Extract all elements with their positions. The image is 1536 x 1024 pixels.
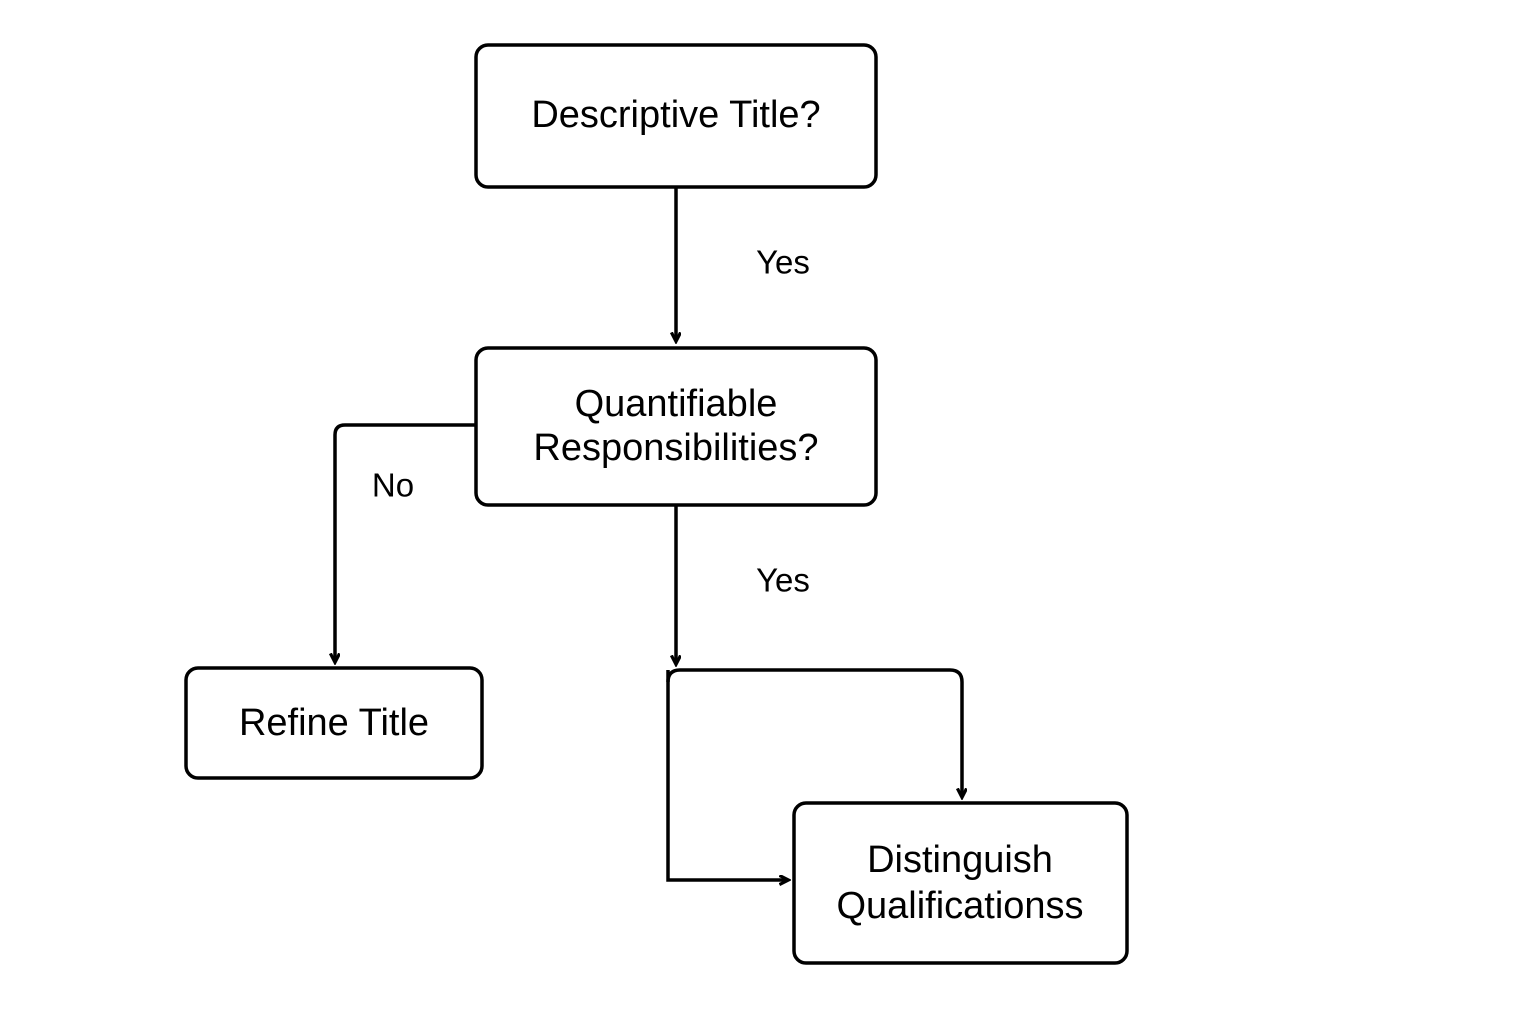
node-refine-title-label: Refine Title: [239, 702, 429, 744]
edge-quantifiable-to-refine: [335, 423, 476, 662]
edge-label-yes-title-to-quantifiable: Yes: [756, 244, 810, 281]
edge-label-no-quantifiable-to-refine: No: [372, 467, 414, 504]
node-refine-title-shape[interactable]: [184, 666, 484, 780]
edge-connector-right-to-distinguish: [666, 668, 962, 797]
node-descriptive-title[interactable]: Descriptive Title?: [474, 43, 878, 189]
node-quantifiable-responsibilities-label-line2: Responsibilities?: [533, 427, 818, 469]
edge-connector-bottom-to-distinguish: [666, 670, 788, 880]
edge-label-yes-quantifiable-to-connector: Yes: [756, 562, 810, 599]
node-quantifiable-responsibilities-label-line1: Quantifiable: [575, 383, 778, 425]
node-distinguish-qualificationss-label-line2: Qualificationss: [836, 885, 1083, 927]
node-distinguish-qualificationss-shape[interactable]: [792, 801, 1129, 965]
node-refine-title[interactable]: Refine Title: [184, 666, 484, 780]
node-quantifiable-responsibilities[interactable]: Quantifiable Responsibilities?: [474, 346, 878, 507]
node-distinguish-qualificationss[interactable]: Distinguish Qualificationss: [792, 801, 1129, 965]
node-descriptive-title-shape[interactable]: [474, 43, 878, 189]
node-quantifiable-responsibilities-shape[interactable]: [474, 346, 878, 507]
node-descriptive-title-label: Descriptive Title?: [531, 94, 820, 136]
node-distinguish-qualificationss-label-line1: Distinguish: [867, 839, 1053, 881]
